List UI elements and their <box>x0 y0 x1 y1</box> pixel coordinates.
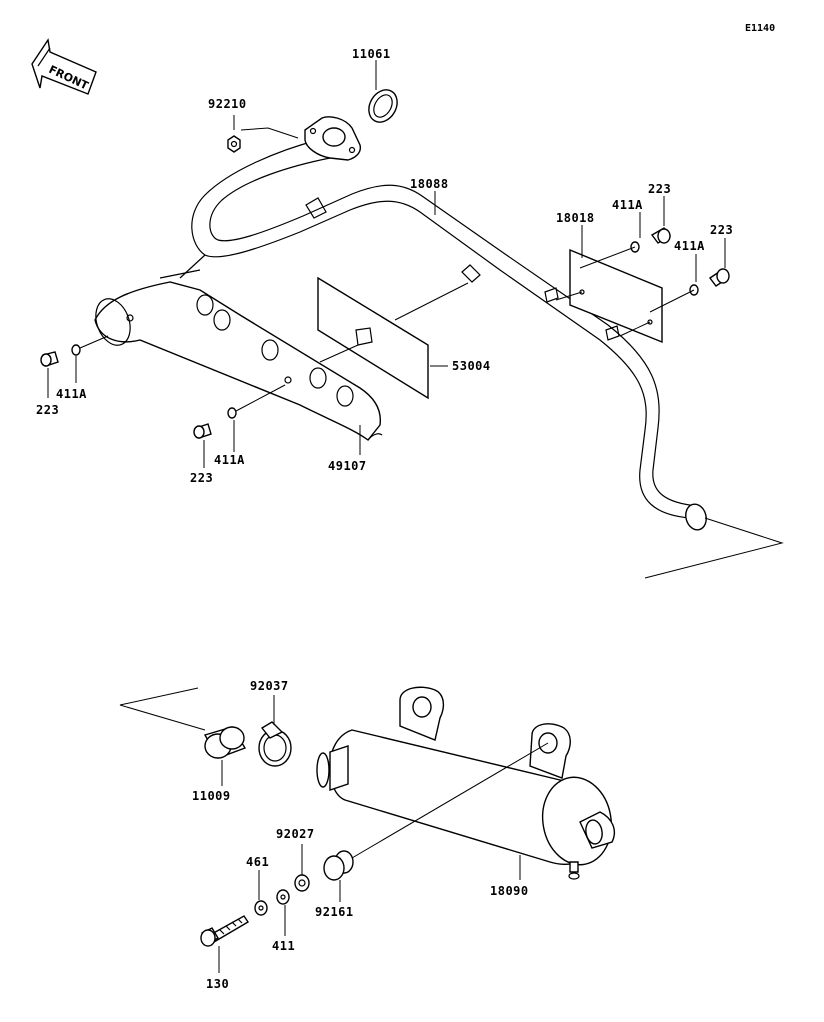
label-223-a: 223 <box>648 182 671 196</box>
label-11009: 11009 <box>192 789 231 803</box>
diagram-code: E1140 <box>745 23 775 34</box>
washer-411A-d <box>227 407 237 419</box>
label-49107: 49107 <box>328 459 367 473</box>
collar-92027 <box>294 874 310 892</box>
front-arrow-icon: FRONT <box>31 38 97 95</box>
label-92027: 92027 <box>276 827 315 841</box>
clamp-92037 <box>258 721 292 767</box>
bracket-plate-18018 <box>544 248 663 344</box>
label-411A-a: 411A <box>612 198 643 212</box>
exhaust-pipe-18088 <box>159 139 707 531</box>
label-461: 461 <box>246 855 269 869</box>
label-130: 130 <box>206 977 229 991</box>
insulator-53004 <box>317 264 481 400</box>
label-18090: 18090 <box>490 884 529 898</box>
label-18088: 18088 <box>410 177 449 191</box>
label-92161: 92161 <box>315 905 354 919</box>
bolt-223-b <box>708 268 730 287</box>
label-223-d: 223 <box>190 471 213 485</box>
label-411A-b: 411A <box>674 239 705 253</box>
gasket-11061 <box>368 89 398 123</box>
label-223-c: 223 <box>36 403 59 417</box>
pipe-flange <box>304 116 362 161</box>
bolt-223-d <box>193 423 212 439</box>
label-223-b: 223 <box>710 223 733 237</box>
label-411: 411 <box>272 939 295 953</box>
label-92037: 92037 <box>250 679 289 693</box>
heat-guard-49107 <box>94 281 383 441</box>
label-411A-d: 411A <box>214 453 245 467</box>
washer-461 <box>254 900 268 916</box>
label-11061: 11061 <box>352 47 391 61</box>
washer-411 <box>276 889 290 905</box>
sleeve-11009 <box>203 726 247 759</box>
grommet-92161 <box>323 850 354 881</box>
nut-92210 <box>227 135 241 153</box>
bolt-130 <box>200 915 249 947</box>
bolt-223-a <box>650 227 672 244</box>
washer-411A-c <box>71 344 81 356</box>
muffler-18090 <box>316 686 616 880</box>
label-411A-c: 411A <box>56 387 87 401</box>
label-18018: 18018 <box>556 211 595 225</box>
bolt-223-c <box>40 351 59 367</box>
label-53004: 53004 <box>452 359 491 373</box>
label-92210: 92210 <box>208 97 247 111</box>
